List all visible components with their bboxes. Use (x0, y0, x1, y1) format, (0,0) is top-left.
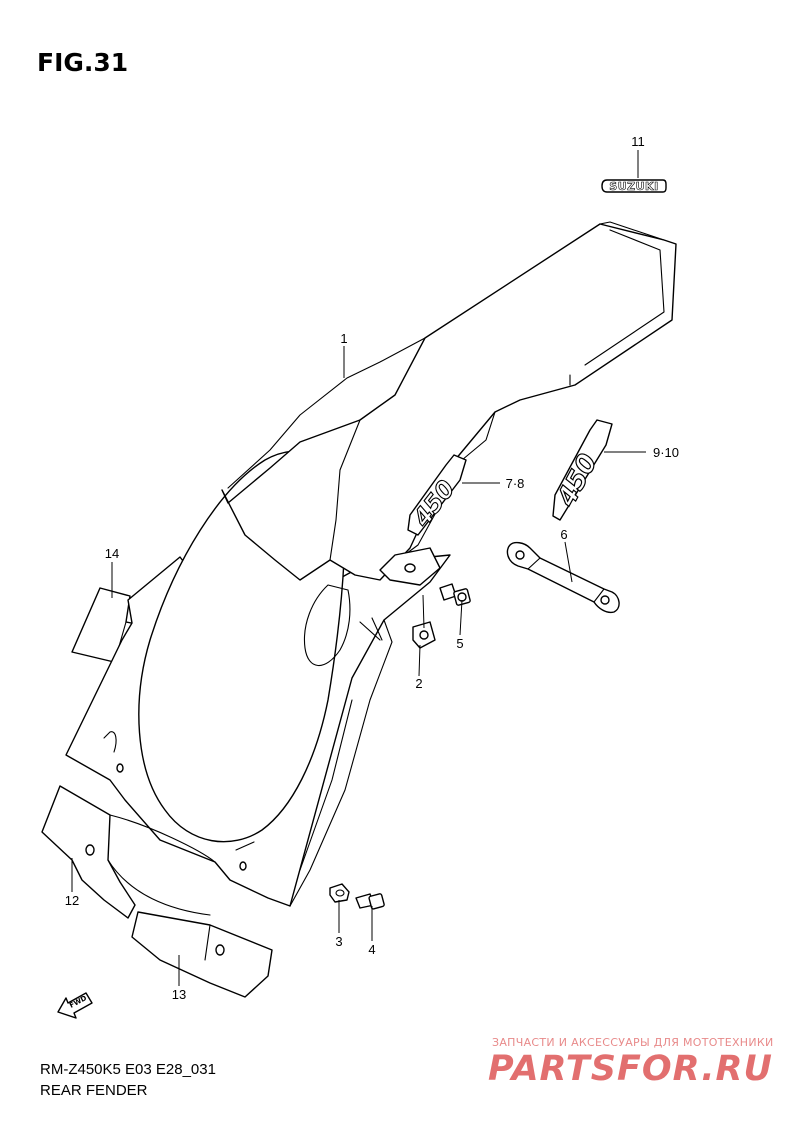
leader-lines (71, 150, 646, 986)
callout-6[interactable]: 6 (560, 527, 567, 542)
section-title: REAR FENDER (40, 1082, 148, 1099)
part-2-nut-clip[interactable] (412, 621, 436, 649)
part-6-bracket[interactable] (506, 541, 620, 614)
callout-5[interactable]: 5 (456, 636, 463, 651)
part-11-brand-emblem[interactable]: SUZUKI (601, 179, 667, 193)
decal-brand-text: SUZUKI (609, 180, 658, 193)
forward-direction-arrow: FWD (57, 992, 93, 1019)
callout-13[interactable]: 13 (172, 987, 186, 1002)
callout-2[interactable]: 2 (415, 676, 422, 691)
part-1-rear-fender[interactable] (65, 221, 677, 907)
part-9-10-model-decal[interactable]: 450 (551, 419, 613, 521)
figure-title: FIG.31 (37, 48, 129, 77)
callout-3[interactable]: 3 (335, 934, 342, 949)
callout-14[interactable]: 14 (105, 546, 119, 561)
part-4-bolt[interactable] (355, 893, 385, 910)
part-3-nut[interactable] (329, 883, 350, 903)
watermark-tagline: ЗАПЧАСТИ И АКСЕССУАРЫ ДЛЯ МОТОТЕХНИКИ (492, 1036, 774, 1049)
watermark-site[interactable]: PARTSFOR.RU (488, 1049, 773, 1089)
part-13-lower-guard[interactable] (131, 911, 273, 998)
callout-9-10[interactable]: 9·10 (653, 445, 679, 460)
callout-numbers: 1 2 3 4 5 6 7·8 9·10 11 12 13 14 (65, 134, 679, 1002)
callout-12[interactable]: 12 (65, 893, 79, 908)
part-5-bolt[interactable] (439, 583, 471, 606)
callout-11[interactable]: 11 (631, 134, 645, 149)
callout-1[interactable]: 1 (340, 331, 347, 346)
model-code: RM-Z450K5 E03 E28_031 (40, 1061, 216, 1078)
callout-7-8[interactable]: 7·8 (506, 476, 525, 491)
callout-4[interactable]: 4 (368, 942, 375, 957)
part-12-lower-guard[interactable] (41, 785, 216, 919)
